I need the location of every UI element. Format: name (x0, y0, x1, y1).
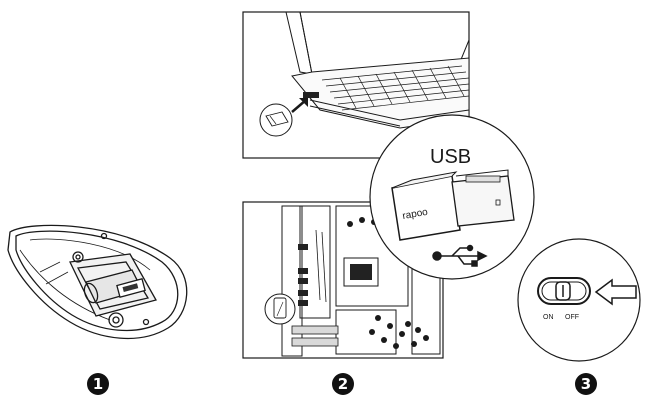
step-1-badge: 1 (87, 373, 109, 395)
left-arrow-icon (594, 278, 637, 306)
usb-receiver-callout: USB rapoo (369, 114, 535, 280)
on-label: ON (543, 314, 554, 321)
off-label: OFF (565, 314, 579, 321)
usb-label: USB (430, 146, 471, 168)
step-2-badge: 2 (332, 373, 354, 395)
rapoo-logo: rapoo (402, 207, 430, 222)
step-3-badge: 3 (575, 373, 597, 395)
power-switch-callout: ON OFF (517, 238, 641, 362)
usb-trident-icon (432, 244, 488, 267)
mouse-underside-illustration (7, 224, 188, 340)
